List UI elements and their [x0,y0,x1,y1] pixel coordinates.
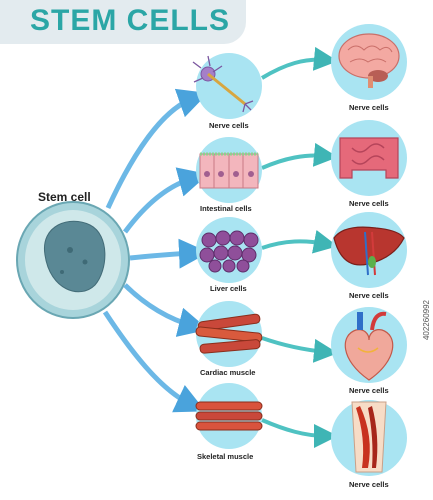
muscle-organ-circle [331,400,407,476]
brain-organ-circle [331,24,407,100]
page-title: STEM CELLS [30,4,231,37]
liver-cell-circle [196,217,262,283]
cell-label-intestinal: Intestinal cells [200,204,252,213]
nerve-cell-circle [192,53,262,119]
cell-label-cardiac: Cardiac muscle [200,368,256,377]
intestinal-cells-icon [199,152,259,189]
leg-muscle-icon [351,401,387,473]
intestine-organ-circle [331,120,407,196]
neuron-icon [192,55,254,113]
skeletal-muscle-icon [195,401,263,431]
organ-label-brain: Nerve cells [349,103,389,112]
intestine-icon [339,137,399,179]
stem-cell-icon [16,201,130,319]
differentiation-arrows [102,88,209,413]
brain-icon [338,33,400,88]
liver-organ-circle [331,212,407,288]
heart-icon [344,311,394,381]
organ-label-muscle: Nerve cells [349,480,389,489]
cell-label-liver: Liver cells [210,284,247,293]
title-banner [0,0,246,44]
stem-cell-label: Stem cell [38,190,91,204]
cardiac-cell-circle [195,301,263,367]
skeletal-cell-circle [195,383,263,449]
watermark-id: 402260992 [422,300,431,341]
intestinal-cell-circle [196,137,262,203]
cell-label-skeletal: Skeletal muscle [197,452,254,461]
liver-cells-icon [199,230,259,273]
organ-label-heart: Nerve cells [349,386,389,395]
organ-label-intestine: Nerve cells [349,199,389,208]
heart-organ-circle [331,307,407,383]
organ-label-liver: Nerve cells [349,291,389,300]
cell-label-nerve: Nerve cells [209,121,249,130]
cardiac-muscle-icon [195,313,263,354]
liver-icon [333,226,405,276]
organ-arrows [260,46,338,448]
